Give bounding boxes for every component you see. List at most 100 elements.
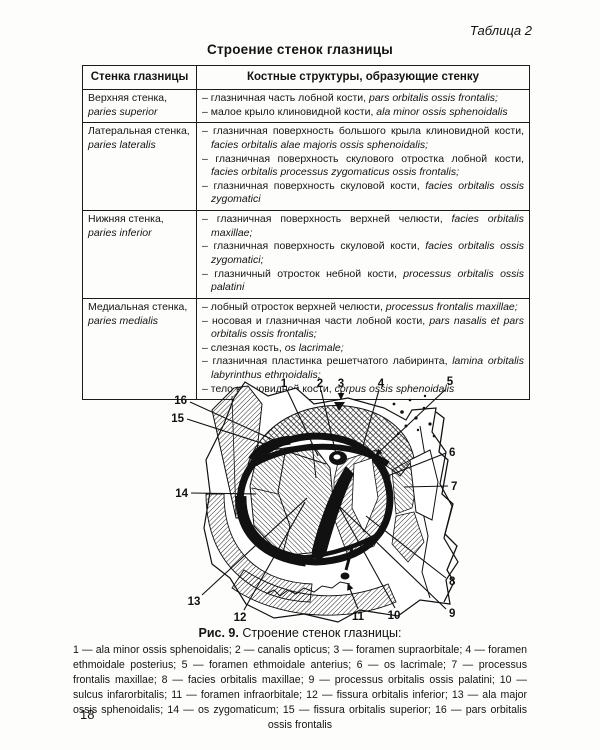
page-number: 18: [80, 707, 95, 722]
callout-line-10: [336, 502, 396, 609]
callout-line-16: [189, 401, 279, 443]
figure-caption: Рис. 9. Строение стенок глазницы:: [0, 626, 600, 640]
bone-structures-cell: – глазничная поверхность большого крыла …: [196, 122, 530, 212]
legend-item: 15 — fissura orbitalis superior;: [282, 704, 436, 717]
item-text-ru: – носовая и глазничная части лобной кост…: [202, 314, 430, 327]
table-row: Верхняя стенка,paries superior – глазничн…: [82, 88, 530, 124]
callout-line-4: [359, 389, 380, 455]
callout-line-5: [375, 388, 447, 456]
callout-line-11: [347, 582, 359, 610]
figure-callouts: [186, 388, 449, 611]
figure-caption-number: Рис. 9.: [198, 626, 239, 640]
bone-structure-item: – глазничная пластинка решетчатого лабир…: [202, 355, 524, 382]
legend-item: 1 — ala minor ossis sphenoidalis;: [73, 644, 235, 656]
legend-item: 2 — canalis opticus;: [234, 644, 334, 656]
maxilla-band: [231, 569, 397, 616]
bone-structure-item: – глазничная поверхность большого крыла …: [202, 125, 524, 152]
wall-name-la: paries superior: [88, 105, 158, 118]
bone-structure-item: – глазничная поверхность верхней челюсти…: [202, 213, 524, 240]
figure-label-11: 11: [352, 611, 365, 623]
figure-label-9: 9: [449, 608, 455, 620]
infraorbital-sulcus: [344, 547, 354, 571]
legend-item: 14 — os zygomaticum;: [167, 704, 283, 717]
callout-line-12: [243, 501, 306, 611]
item-text-la: corpus ossis sphenoidalis: [334, 382, 455, 395]
table-row: Медиальная стенка,paries medialis– лобны…: [82, 297, 530, 401]
figure-label-13: 13: [188, 596, 201, 608]
item-text-ru: – глазничная часть лобной кости,: [202, 91, 369, 104]
column-header-wall: Стенка глазницы: [82, 65, 197, 90]
item-text-la: processus frontalis maxillae;: [385, 300, 518, 313]
callout-line-2: [320, 389, 337, 455]
item-text-ru: – глазничная поверхность большого крыла …: [202, 125, 524, 138]
item-text-ru: – глазничная поверхность скуловой кости,: [202, 240, 426, 253]
item-text-la: facies orbitalis ossis zygomatici;: [211, 240, 524, 266]
table-row: Нижняя стенка,paries inferior– глазнична…: [82, 210, 530, 299]
figure-label-14: 14: [175, 488, 188, 500]
figure-label-10: 10: [388, 610, 401, 622]
callout-line-6: [384, 452, 447, 478]
figure-label-3: 3: [338, 378, 344, 390]
item-text-la: facies orbitalis processus zygomaticus o…: [211, 166, 460, 179]
callout-line-1: [286, 389, 319, 457]
item-text-ru: – слезная кость,: [202, 341, 285, 354]
item-text-ru: – глазничная поверхность скулового отрос…: [202, 152, 524, 165]
nasal-edge: [435, 411, 458, 603]
bone-structure-item: – глазничная поверхность скулового отрос…: [202, 153, 524, 180]
wall-name-cell: Верхняя стенка,paries superior: [82, 88, 197, 124]
callout-line-14: [190, 492, 257, 495]
figure-label-8: 8: [449, 576, 456, 588]
figure-legend: 1 — ala minor ossis sphenoidalis; 2 — ca…: [73, 643, 527, 733]
wall-name-la: paries inferior: [88, 226, 152, 239]
item-text-la: pars orbitalis ossis frontalis;: [368, 91, 498, 104]
bone-structures-cell: – лобный отросток верхней челюсти, proce…: [196, 297, 530, 401]
item-text-ru: – глазничный отросток небной кости,: [202, 267, 404, 280]
callout-line-7: [403, 485, 449, 488]
figure-label-15: 15: [171, 413, 184, 425]
bone-structures-cell: – глазничная поверхность верхней челюсти…: [196, 210, 530, 299]
bone-structure-item: – глазничная поверхность скуловой кости,…: [202, 180, 524, 207]
figure-label-1: 1: [281, 378, 288, 390]
legend-item: 10 — sulcus infarorbitalis;: [73, 674, 527, 702]
bone-structure-item: – глазничная поверхность скуловой кости,…: [202, 240, 524, 267]
legend-item: 4 — foramen ethmoidale posterius;: [73, 644, 527, 672]
figure-caption-text: Строение стенок глазницы:: [238, 626, 402, 640]
figure-label-16: 16: [174, 395, 187, 407]
frontal-process-strip: [409, 449, 439, 521]
item-text-ru: – глазничная пластинка решетчатого лабир…: [202, 355, 453, 368]
bone-structures-cell: – глазничная часть лобной кости, pars or…: [196, 88, 530, 124]
bone-structure-item: – лобный отросток верхней челюсти, proce…: [202, 301, 524, 315]
superior-rim-band: [252, 443, 390, 467]
wall-name-ru: Верхняя стенка,: [88, 91, 168, 104]
bone-structure-item: – носовая и глазничная части лобной кост…: [202, 315, 524, 342]
bone-structure-item: – слезная кость, os lacrimale;: [202, 342, 524, 356]
bone-structure-item: – глазничная часть лобной кости, pars or…: [202, 92, 524, 106]
legend-item: 16 — pars orbitalis ossis frontalis: [267, 704, 527, 732]
item-text-la: facies orbitalis alae majoris ossis sphe…: [211, 138, 429, 151]
figure-label-2: 2: [317, 378, 323, 390]
callout-line-8: [365, 515, 447, 579]
legend-item: 11 — foramen infraorbitale;: [171, 689, 307, 702]
figure-label-7: 7: [451, 481, 457, 493]
wall-name-la: paries lateralis: [88, 138, 156, 151]
wall-name-ru: Латеральная стенка,: [88, 125, 190, 138]
page-title: Строение стенок глазницы: [207, 42, 393, 57]
table-header-row: Стенка глазницы Костные структуры, образ…: [82, 65, 530, 90]
item-text-la: lamina orbitalis labyrinthus ethmoidalis…: [211, 355, 525, 382]
legend-item: 6 — os lacrimale;: [356, 659, 452, 672]
item-text-ru: – глазничная поверхность скуловой кости,: [202, 179, 426, 192]
item-text-la: facies orbitalis maxillae;: [211, 213, 524, 239]
wall-name-la: paries medialis: [88, 314, 159, 327]
orbit-walls-table: Стенка глазницы Костные структуры, образ…: [82, 65, 530, 401]
inferior-orbital-fissure: [289, 532, 382, 561]
superior-orbital-fissure: [311, 466, 354, 559]
item-text-la: os lacrimale;: [284, 341, 344, 354]
legend-item: 3 — foramen supraorbitale;: [333, 644, 466, 656]
item-text-ru: – малое крыло клиновидной кости,: [202, 105, 377, 118]
figure-label-4: 4: [378, 378, 385, 390]
figure-label-12: 12: [234, 612, 247, 624]
